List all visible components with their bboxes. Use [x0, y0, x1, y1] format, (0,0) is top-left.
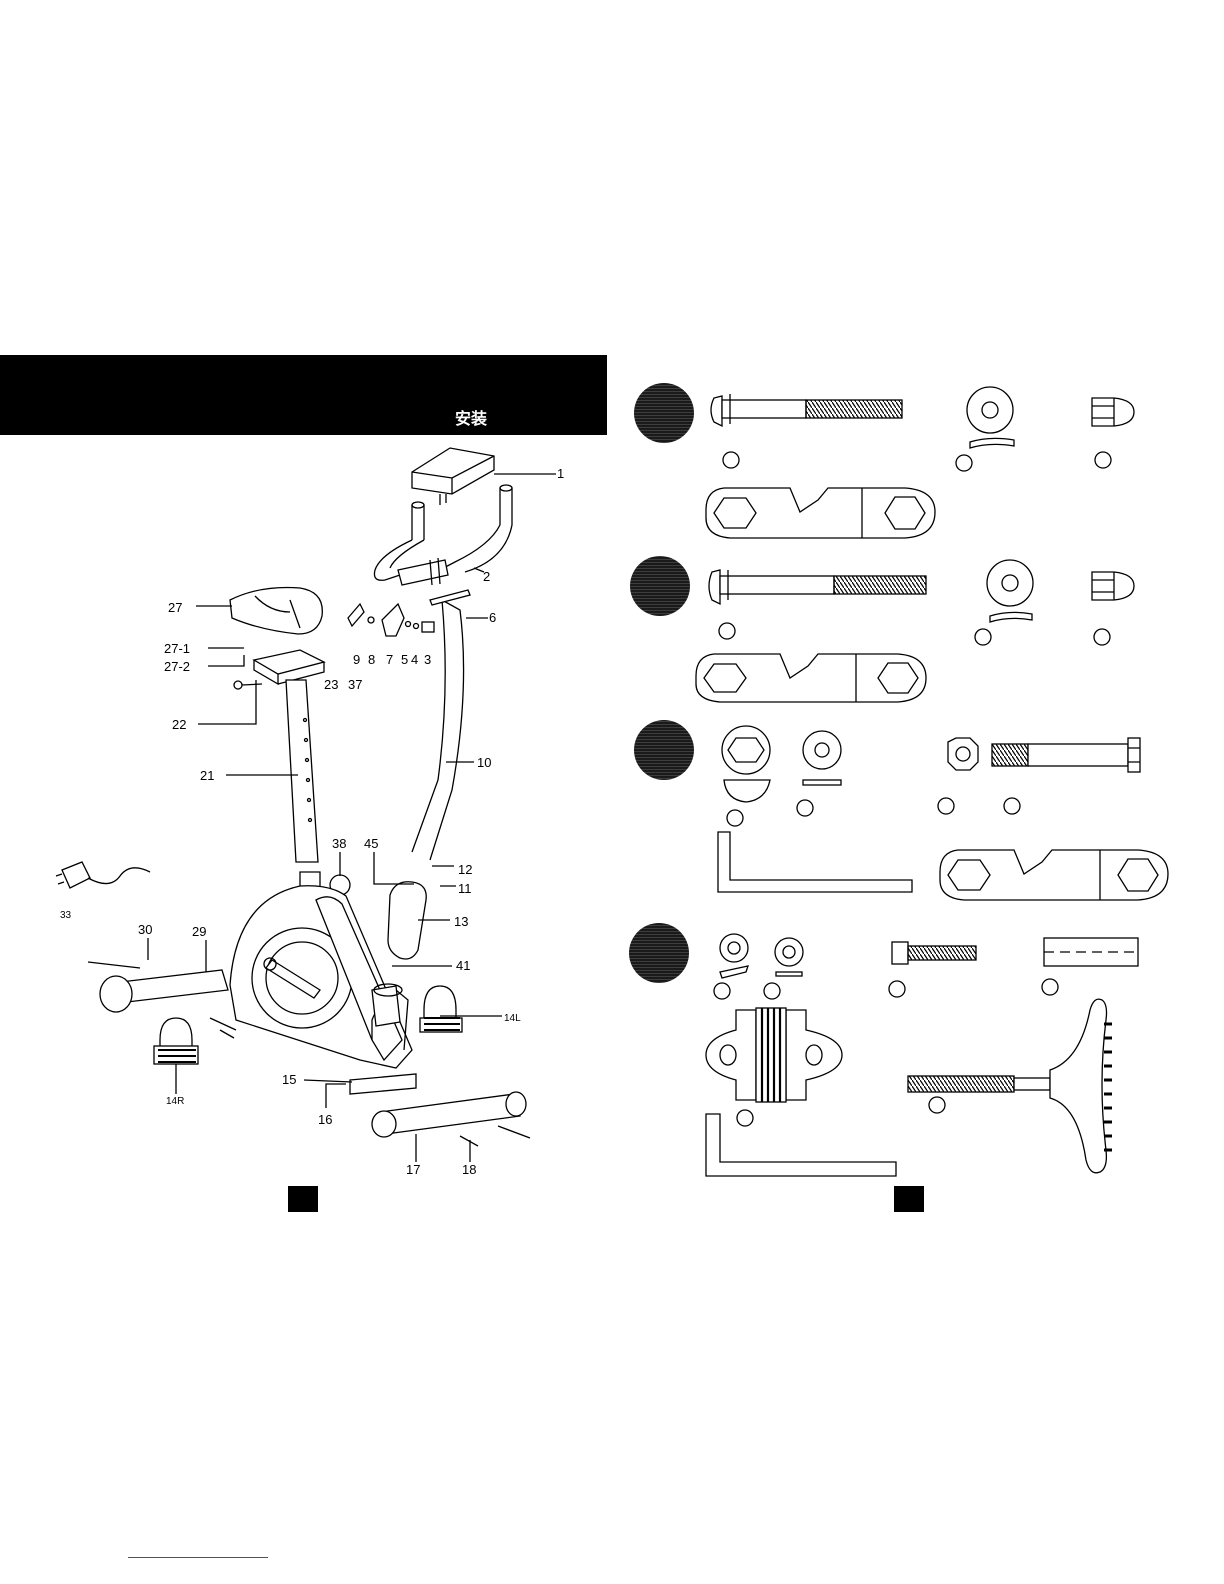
step-badge: [630, 556, 690, 616]
step-3-hardware: [634, 720, 1168, 900]
part-label: 2: [483, 569, 490, 584]
step-4-hardware: [629, 923, 1138, 1176]
handlebar-part: [374, 485, 512, 585]
part-label: 21: [200, 768, 214, 783]
part-label: 17: [406, 1162, 420, 1177]
hardware-steps: [629, 383, 1168, 1176]
seat-post-part: [286, 680, 318, 862]
part-label: 6: [489, 610, 496, 625]
part-label: 7: [386, 652, 393, 667]
part-label: 23: [324, 677, 338, 692]
part-label: 27-1: [164, 641, 190, 656]
pedal-left-part: [420, 986, 462, 1032]
step-1-hardware: [634, 383, 1134, 538]
part-label: 15: [282, 1072, 296, 1087]
rear-stabilizer-part: [88, 962, 228, 1012]
part-label: 27-2: [164, 659, 190, 674]
part-label: 45: [364, 836, 378, 851]
part-label: 4: [411, 652, 418, 667]
step-badge: [634, 720, 694, 780]
part-label: 10: [477, 755, 491, 770]
part-label: 3: [424, 652, 431, 667]
part-label: 13: [454, 914, 468, 929]
part-label: 14L: [504, 1013, 521, 1024]
step-2-hardware: [630, 556, 1134, 702]
part-label: 5: [401, 652, 408, 667]
part-label: 22: [172, 717, 186, 732]
part-label: 33: [60, 910, 72, 921]
part-label: 29: [192, 924, 206, 939]
part-label: 16: [318, 1112, 332, 1127]
handlebar-post-part: [412, 590, 470, 860]
part-label: 14R: [166, 1096, 184, 1107]
bike-exploded-view: [56, 448, 556, 1162]
part-label: 38: [332, 836, 346, 851]
part-label: 12: [458, 862, 472, 877]
step-badge: [634, 383, 694, 443]
part-label: 41: [456, 958, 470, 973]
step-badge: [629, 923, 689, 983]
part-label: 9: [353, 652, 360, 667]
part-label: 37: [348, 677, 362, 692]
tension-knob-assembly: [348, 604, 434, 636]
front-stabilizer-part: [372, 1092, 530, 1146]
seat-part: [230, 588, 322, 635]
part-label: 30: [138, 922, 152, 937]
foot-plate-part: [350, 1074, 416, 1094]
part-label: 1: [557, 466, 564, 481]
seat-slider-part: [234, 650, 324, 689]
part-label: 11: [458, 881, 472, 896]
part-label: 27: [168, 600, 182, 615]
console-part: [412, 448, 494, 505]
part-label: 8: [368, 652, 375, 667]
part-label: 18: [462, 1162, 476, 1177]
frame-body-part: [230, 872, 412, 1068]
pedal-right-part: [154, 1018, 198, 1064]
power-adapter-part: [56, 862, 150, 888]
